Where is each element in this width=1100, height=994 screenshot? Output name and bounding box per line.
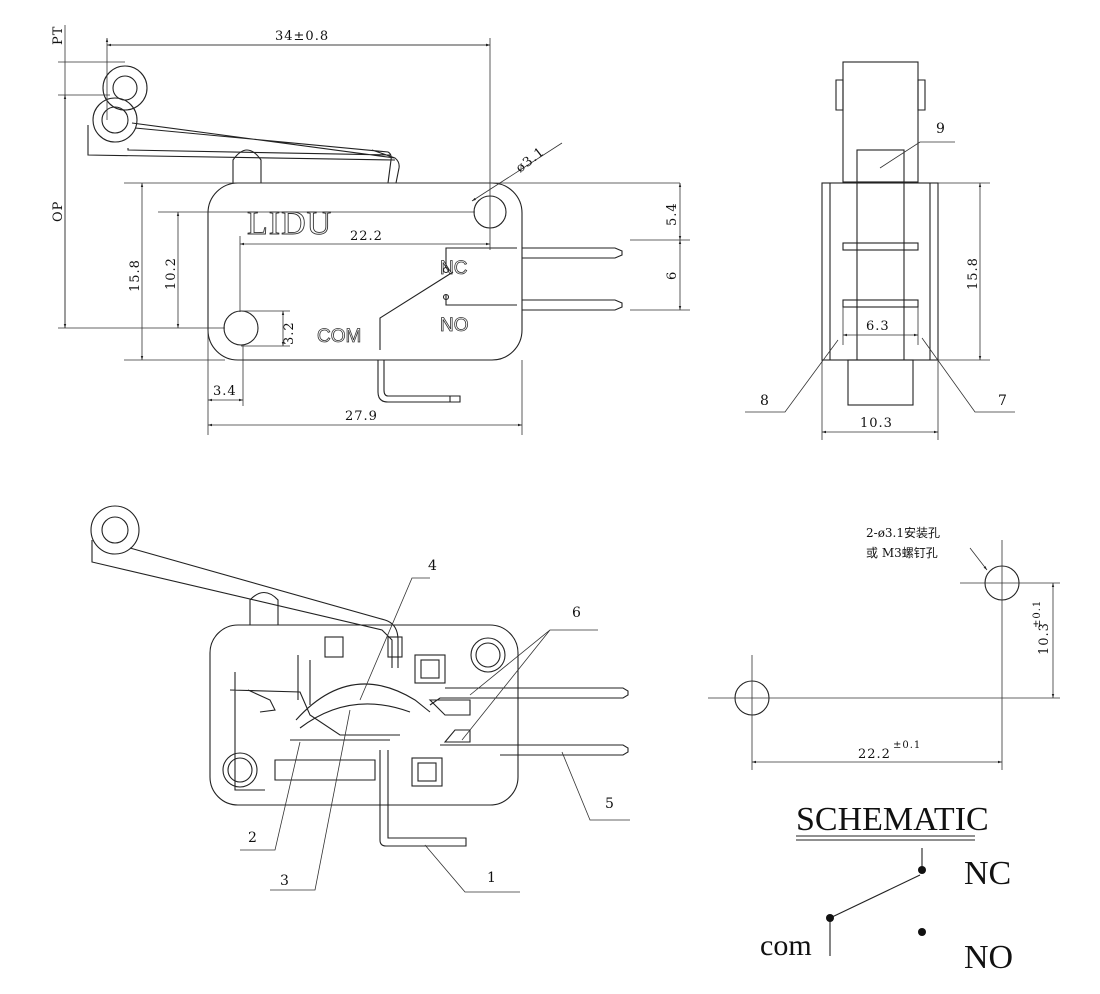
mounting-hole-layout: 2-ø3.1安装孔 或 M3螺钉孔 22.2 ±0.1 10.3 ±0.1 <box>708 525 1060 770</box>
dim-com-offset: 3.4 <box>213 384 237 399</box>
schematic-nc: NC <box>964 855 1011 892</box>
dim-op: OP <box>51 201 66 222</box>
logo-text: LIDU <box>247 205 332 242</box>
dim-pt: PT <box>51 26 66 45</box>
mounting-note-1: 2-ø3.1安装孔 <box>866 525 940 540</box>
part-label-3: 3 <box>280 873 289 889</box>
mounting-dim-horizontal: 22.2 <box>858 747 891 762</box>
internal-view: 4 6 5 2 3 1 <box>90 505 630 893</box>
dim-height: 15.8 <box>128 259 143 292</box>
dim-hole-height: 10.2 <box>164 257 179 290</box>
part-label-1: 1 <box>487 870 496 886</box>
dim-pin-top: 5.4 <box>665 202 680 226</box>
schematic-title: SCHEMATIC <box>796 801 989 838</box>
no-label: NO <box>440 315 469 336</box>
schematic-no: NO <box>964 939 1013 976</box>
side-dim-inner-width: 6.3 <box>866 319 890 334</box>
part-label-6: 6 <box>572 605 581 621</box>
part-label-4: 4 <box>428 558 437 574</box>
dim-overall-length: 34±0.8 <box>275 29 329 44</box>
part-label-5: 5 <box>605 796 614 812</box>
com-label: COM <box>317 326 361 347</box>
nc-label: NC <box>440 258 467 279</box>
schematic: SCHEMATIC NC NO com <box>760 801 1013 976</box>
part-label-8: 8 <box>760 393 769 409</box>
part-label-9: 9 <box>936 121 945 137</box>
part-label-7: 7 <box>998 393 1007 409</box>
dim-hole-diameter: ø3.1 <box>513 144 548 176</box>
dim-com-hole: 3.2 <box>282 321 297 345</box>
mounting-dim-vertical-tol: ±0.1 <box>1032 600 1043 628</box>
mounting-dim-horizontal-tol: ±0.1 <box>893 740 921 751</box>
front-view: LIDU NC NO COM 34±0.8 PT OP 15.8 10.2 22… <box>51 25 690 435</box>
schematic-com: com <box>760 929 812 962</box>
dim-pin-pitch: 6 <box>665 271 680 280</box>
dim-body-length: 27.9 <box>345 409 378 424</box>
side-dim-height: 15.8 <box>966 257 981 290</box>
side-view: 15.8 6.3 10.3 9 8 7 <box>745 61 1015 440</box>
mounting-note-2: 或 M3螺钉孔 <box>866 546 938 560</box>
dim-hole-spacing: 22.2 <box>350 229 383 244</box>
com-hole <box>223 310 259 346</box>
mounting-dim-vertical: 10.3 <box>1037 622 1052 655</box>
side-dim-width: 10.3 <box>860 416 893 431</box>
part-label-2: 2 <box>248 830 257 846</box>
